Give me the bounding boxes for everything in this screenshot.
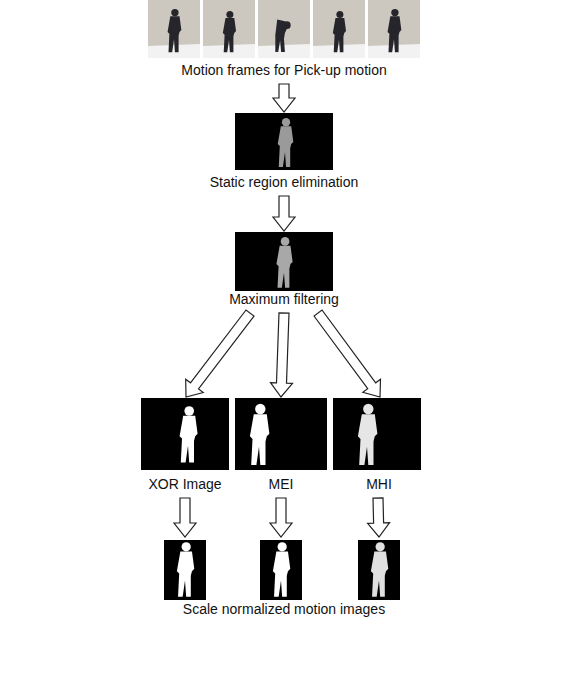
hollow-arrow: [273, 84, 295, 112]
normalized-image: [358, 540, 400, 600]
image-caption: XOR Image: [135, 476, 235, 492]
image-node: MHI: [331, 397, 427, 498]
hollow-arrow: [270, 498, 292, 537]
image-node: XOR Image: [135, 397, 235, 498]
motion-image: [333, 398, 421, 470]
image-node: Maximum filtering: [200, 231, 368, 313]
image-caption: Scale normalized motion images: [130, 601, 438, 617]
motion-image: [235, 398, 327, 470]
image-node: Scale normalized motion images: [130, 537, 438, 623]
motion-frames: [148, 0, 420, 58]
motion-image: [235, 232, 333, 291]
hollow-arrow: [368, 498, 390, 537]
image-caption: Motion frames for Pick-up motion: [130, 62, 438, 78]
normalized-image: [164, 540, 206, 600]
image-caption: MHI: [331, 476, 427, 492]
image-caption: Maximum filtering: [200, 291, 368, 307]
hollow-arrow: [186, 310, 254, 397]
image-node: MEI: [233, 397, 329, 498]
normalized-image: [260, 540, 302, 600]
image-caption: MEI: [233, 476, 329, 492]
motion-image: [235, 113, 333, 170]
hollow-arrow: [273, 196, 295, 231]
hollow-arrow: [271, 313, 293, 397]
hollow-arrow: [174, 498, 196, 537]
image-node: Static region elimination: [200, 112, 368, 196]
image-node: Motion frames for Pick-up motion: [130, 0, 438, 84]
motion-image: [141, 398, 229, 470]
image-caption: Static region elimination: [200, 174, 368, 190]
hollow-arrow: [314, 310, 381, 397]
